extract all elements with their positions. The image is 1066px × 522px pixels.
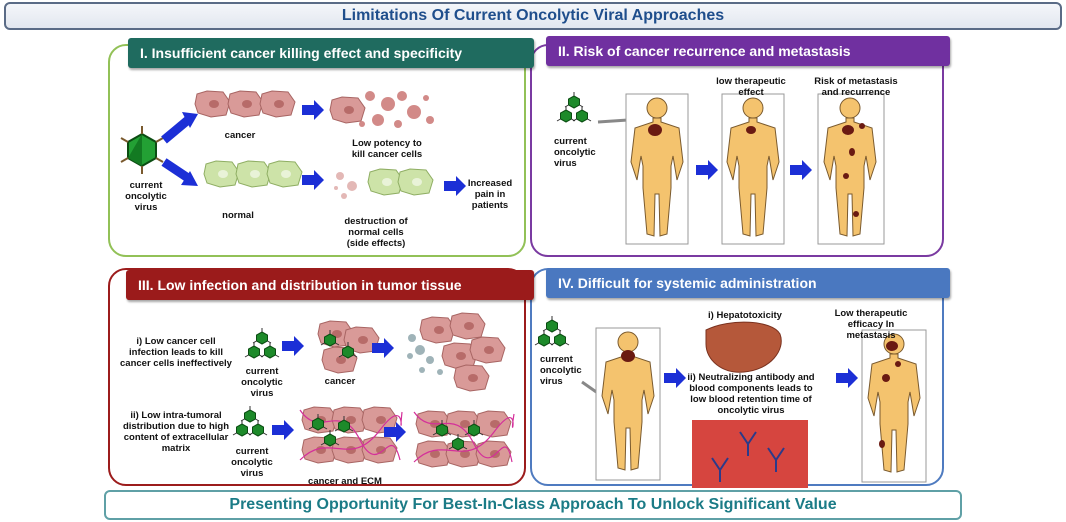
p1-destruction-label: destruction of normal cells (side effect…	[344, 216, 408, 249]
p3-virus1-label: current oncolytic virus	[241, 366, 283, 399]
p2-virus-label: current oncolytic virus	[554, 136, 596, 169]
panel1-art	[120, 90, 466, 199]
page-title: Limitations Of Current Oncolytic Viral A…	[4, 2, 1062, 30]
panel-cancer-killing	[108, 44, 526, 257]
p3-item1-label: i) Low cancer cell infection leads to ki…	[120, 336, 232, 369]
p1-low-potency-label: Low potency to kill cancer cells	[351, 138, 423, 160]
panel4-art	[535, 316, 927, 488]
p1-pain-label: Increased pain in patients	[467, 178, 513, 211]
p4-hepatotoxicity-label: i) Hepatotoxicity	[708, 310, 782, 321]
panel4-heading: IV. Difficult for systemic administratio…	[546, 268, 950, 298]
p3-cancer-ecm-label: cancer and ECM	[308, 476, 382, 487]
p1-cancer-label: cancer	[224, 130, 256, 141]
p2-low-effect-label: low therapeutic effect	[716, 76, 786, 98]
panel3-heading: III. Low infection and distribution in t…	[126, 270, 534, 300]
panel3-art	[233, 312, 515, 468]
p1-virus-label: current oncolytic virus	[125, 180, 167, 213]
panel2-art	[557, 92, 885, 245]
p2-risk-label: Risk of metastasis and recurrence	[814, 76, 898, 98]
p1-normal-label: normal	[222, 210, 254, 221]
p4-low-efficacy-label: Low therapeutic efficacy In metastasis	[834, 308, 908, 341]
p4-neutralizing-label: ii) Neutralizing antibody and blood comp…	[687, 372, 815, 416]
ecm-cells	[299, 406, 403, 464]
panel2-heading: II. Risk of cancer recurrence and metast…	[546, 36, 950, 66]
p3-cancer-label: cancer	[324, 376, 356, 387]
p4-virus-label: current oncolytic virus	[540, 354, 582, 387]
p3-item2-label: ii) Low intra-tumoral distribution due t…	[122, 410, 230, 454]
footer-banner: Presenting Opportunity For Best-In-Class…	[104, 490, 962, 520]
p3-virus2-label: current oncolytic virus	[231, 446, 273, 479]
panel1-heading: I. Insufficient cancer killing effect an…	[128, 38, 534, 68]
